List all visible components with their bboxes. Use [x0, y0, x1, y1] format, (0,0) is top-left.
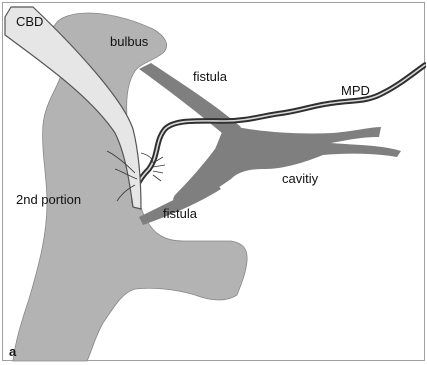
label-bulbus: bulbus: [110, 34, 149, 49]
label-cbd: CBD: [16, 14, 43, 29]
anatomy-diagram: CBD bulbus fistula MPD cavitiy 2nd porti…: [3, 3, 426, 362]
label-second-portion: 2nd portion: [16, 192, 81, 207]
label-fistula-upper: fistula: [193, 69, 228, 84]
panel-label: a: [9, 344, 17, 359]
label-fistula-lower: fistula: [163, 206, 198, 221]
figure-frame: CBD bulbus fistula MPD cavitiy 2nd porti…: [2, 2, 425, 361]
label-cavity: cavitiy: [282, 171, 319, 186]
label-mpd: MPD: [341, 83, 370, 98]
